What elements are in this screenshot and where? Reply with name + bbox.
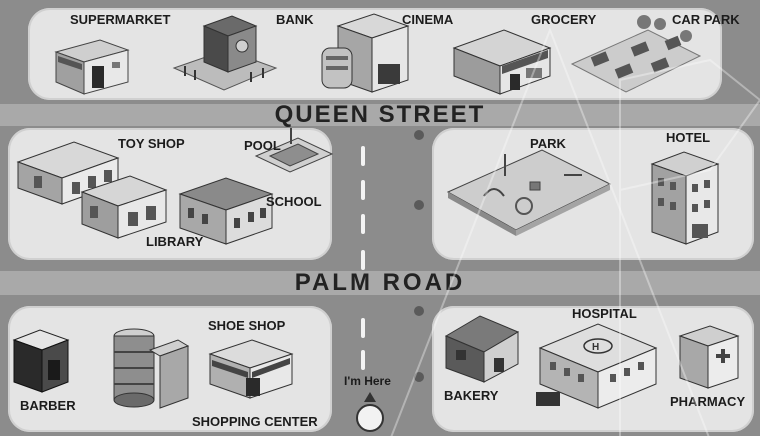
supermarket-icon[interactable] <box>52 32 132 96</box>
bank-label: BANK <box>276 12 314 27</box>
shoe-shop-label: SHOE SHOP <box>208 318 286 333</box>
park-label: PARK <box>530 136 566 151</box>
school-label: SCHOOL <box>266 194 322 209</box>
lane-dash <box>361 350 365 370</box>
queen-street-label: QUEEN STREET <box>274 101 486 128</box>
hospital-label: HOSPITAL <box>572 306 637 321</box>
palm-road-label: PALM ROAD <box>294 269 466 296</box>
you-are-here-marker-icon[interactable] <box>350 390 390 434</box>
street-light-icon <box>414 200 424 210</box>
lane-dash <box>361 146 365 166</box>
library-label: LIBRARY <box>146 234 204 249</box>
hospital-icon[interactable]: H <box>536 318 660 414</box>
cinema-label: CINEMA <box>402 12 454 27</box>
hotel-icon[interactable] <box>648 148 722 248</box>
street-light-icon <box>414 306 424 316</box>
cinema-icon[interactable] <box>318 8 414 98</box>
bank-icon[interactable] <box>170 6 280 98</box>
pharmacy-label: PHARMACY <box>670 394 746 409</box>
barber-label: BARBER <box>20 398 76 413</box>
lane-dash <box>361 318 365 338</box>
shopping-center-icon[interactable] <box>100 322 192 414</box>
library-icon[interactable] <box>78 168 170 242</box>
grocery-icon[interactable] <box>452 22 554 96</box>
toy-shop-label: TOY SHOP <box>118 136 185 151</box>
barber-icon[interactable] <box>10 326 72 396</box>
bakery-icon[interactable] <box>440 310 524 386</box>
queen-street-band <box>0 104 760 126</box>
pharmacy-icon[interactable] <box>676 322 742 392</box>
school-icon[interactable] <box>176 168 276 248</box>
lane-dash <box>361 214 365 234</box>
supermarket-label: SUPERMARKET <box>70 12 171 27</box>
pool-label: POOL <box>244 138 281 153</box>
pool-icon[interactable] <box>252 126 336 176</box>
grocery-label: GROCERY <box>531 12 597 27</box>
bakery-label: BAKERY <box>444 388 499 403</box>
car-park-label: CAR PARK <box>672 12 740 27</box>
shoe-shop-icon[interactable] <box>206 336 296 402</box>
street-light-icon <box>414 372 424 382</box>
shopping-center-label: SHOPPING CENTER <box>192 414 318 429</box>
you-are-here-label: I'm Here <box>344 374 391 388</box>
car-park-icon[interactable] <box>568 12 704 98</box>
street-light-icon <box>414 130 424 140</box>
hotel-label: HOTEL <box>666 130 711 145</box>
palm-road-band <box>0 271 760 295</box>
svg-text:H: H <box>592 342 599 353</box>
lane-dash <box>361 250 365 270</box>
park-icon[interactable] <box>444 144 614 236</box>
lane-dash <box>361 180 365 200</box>
